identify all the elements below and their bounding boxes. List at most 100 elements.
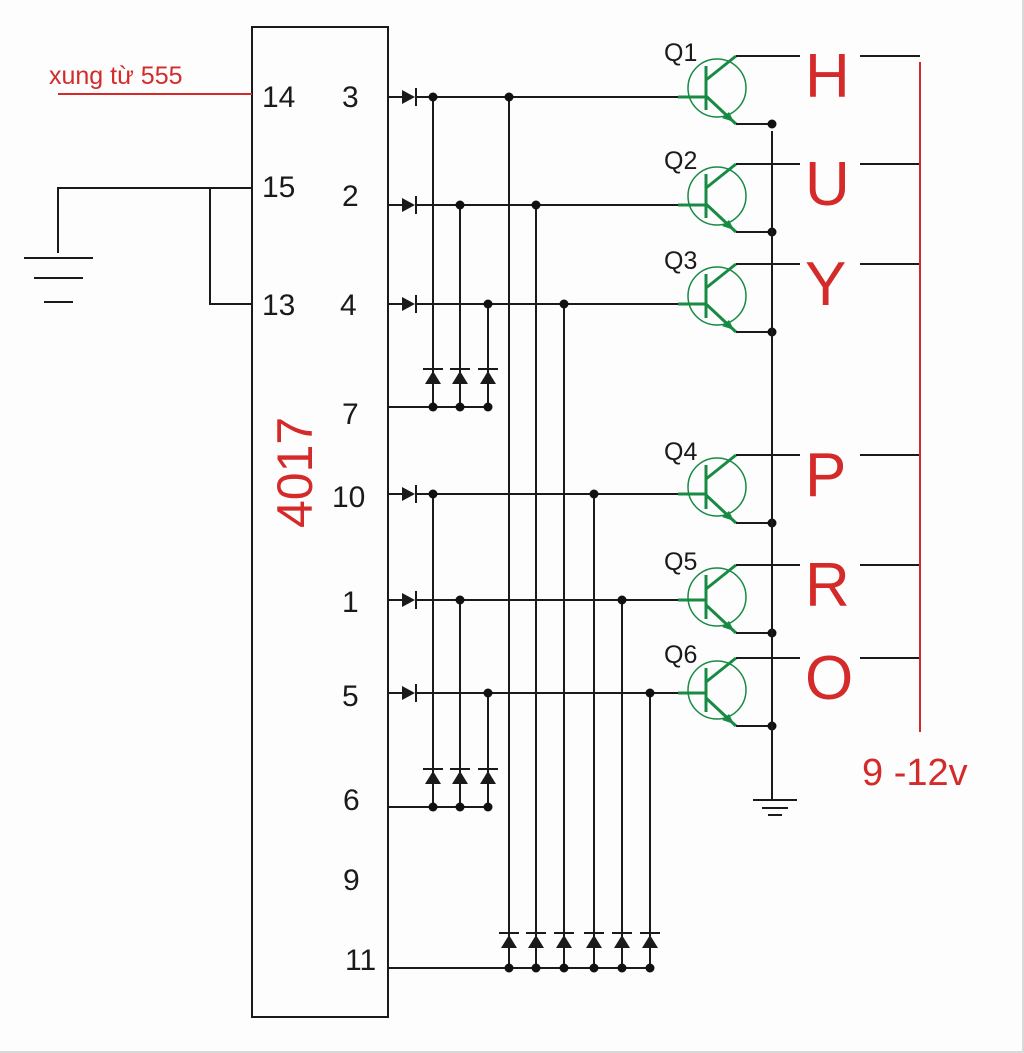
diode-icon xyxy=(526,932,546,948)
emitter-arrow xyxy=(722,714,734,724)
npn-transistor-icon xyxy=(678,162,747,234)
diode-icon xyxy=(499,932,519,948)
diode-icon xyxy=(423,768,443,784)
junction-dot xyxy=(455,402,465,412)
display-letter: O xyxy=(805,644,853,713)
emitter-arrow xyxy=(722,112,734,122)
junction-dot xyxy=(428,92,438,102)
junction-dot xyxy=(483,299,493,309)
junction-dot xyxy=(428,802,438,812)
diode-icon xyxy=(423,368,443,384)
diode-triangle xyxy=(501,935,517,948)
diode-icon xyxy=(402,485,417,503)
transistor-label: Q5 xyxy=(664,548,697,576)
diode-triangle xyxy=(452,771,468,784)
junction-dot xyxy=(767,119,777,129)
diode-icon xyxy=(402,684,417,702)
pin-label-7: 7 xyxy=(342,398,359,431)
diode-icon xyxy=(450,768,470,784)
junction-dot xyxy=(483,802,493,812)
diode-triangle xyxy=(642,935,658,948)
diode-icon xyxy=(584,932,604,948)
junction-dot xyxy=(559,963,569,973)
ground-icon xyxy=(753,799,797,816)
diode-triangle xyxy=(402,487,415,501)
diode-triangle xyxy=(402,90,415,104)
transistor-body xyxy=(687,457,747,517)
clock-input-label: xung từ 555 xyxy=(49,62,183,90)
npn-transistor-icon xyxy=(678,453,747,525)
junction-dot xyxy=(504,92,514,102)
pin-label-4: 4 xyxy=(340,289,357,322)
junction-dot xyxy=(455,595,465,605)
junction-dot xyxy=(483,688,493,698)
transistor-collector xyxy=(705,262,737,290)
pin-label-11: 11 xyxy=(345,944,376,977)
transistor-collector xyxy=(705,453,737,481)
diode-icon xyxy=(402,196,417,214)
ic-part-number: 4017 xyxy=(267,417,323,528)
junction-dot xyxy=(428,489,438,499)
junction-dot xyxy=(455,200,465,210)
display-letter: U xyxy=(805,150,850,219)
junction-dot xyxy=(617,963,627,973)
emitter-arrow xyxy=(722,511,734,521)
diode-triangle xyxy=(402,686,415,700)
junction-dot xyxy=(617,595,627,605)
transistor-body xyxy=(687,166,747,226)
diode-triangle xyxy=(425,371,441,384)
pin-label-1: 1 xyxy=(342,586,359,619)
transistor-collector xyxy=(705,563,737,591)
right-pin-labels: 3 2 4 7 10 1 5 6 9 11 xyxy=(332,81,376,977)
diode-triangle xyxy=(556,935,572,948)
diode-triangle xyxy=(452,371,468,384)
npn-transistor-icon xyxy=(678,262,747,334)
pin-label-3: 3 xyxy=(342,81,359,114)
pin-label-2: 2 xyxy=(342,180,359,213)
diode-triangle xyxy=(425,771,441,784)
pin-label-6: 6 xyxy=(343,784,360,817)
transistor-body xyxy=(687,567,747,627)
junction-dot xyxy=(428,402,438,412)
ic-4017-body xyxy=(251,26,389,1018)
diode-icon xyxy=(402,88,417,106)
display-letter: Y xyxy=(805,250,846,319)
diode-icon xyxy=(478,368,498,384)
junction-dot xyxy=(589,963,599,973)
transistor-body xyxy=(687,660,747,720)
transistor-collector xyxy=(705,162,737,190)
junction-dot xyxy=(645,688,655,698)
diode-triangle xyxy=(614,935,630,948)
diode-triangle xyxy=(402,593,415,607)
transistor-body xyxy=(687,58,747,118)
pin-label-9: 9 xyxy=(343,864,360,897)
diode-icon xyxy=(450,368,470,384)
pin-label-10: 10 xyxy=(332,481,365,514)
display-letter: P xyxy=(805,441,846,510)
npn-transistor-icon xyxy=(678,563,747,635)
emitter-arrow xyxy=(722,320,734,330)
junction-dot xyxy=(589,489,599,499)
diode-triangle xyxy=(402,198,415,212)
diode-triangle xyxy=(480,371,496,384)
diode-icon xyxy=(640,932,660,948)
pin-label-13: 13 xyxy=(262,289,295,322)
transistor-label: Q4 xyxy=(664,438,697,466)
junction-dot xyxy=(531,200,541,210)
junction-dot xyxy=(559,299,569,309)
transistor-collector xyxy=(705,54,737,82)
diode-triangle xyxy=(402,297,415,311)
transistor-body xyxy=(687,266,747,326)
diode-icon xyxy=(478,768,498,784)
transistor-label: Q1 xyxy=(664,39,697,67)
emitter-arrow xyxy=(722,220,734,230)
ic-ground-connection xyxy=(24,187,252,305)
emitter-arrow xyxy=(722,621,734,631)
display-letter: R xyxy=(805,551,850,620)
diode-triangle xyxy=(480,771,496,784)
diode-icon xyxy=(402,591,417,609)
ground-icon xyxy=(24,257,93,303)
pin-label-5: 5 xyxy=(342,680,359,713)
